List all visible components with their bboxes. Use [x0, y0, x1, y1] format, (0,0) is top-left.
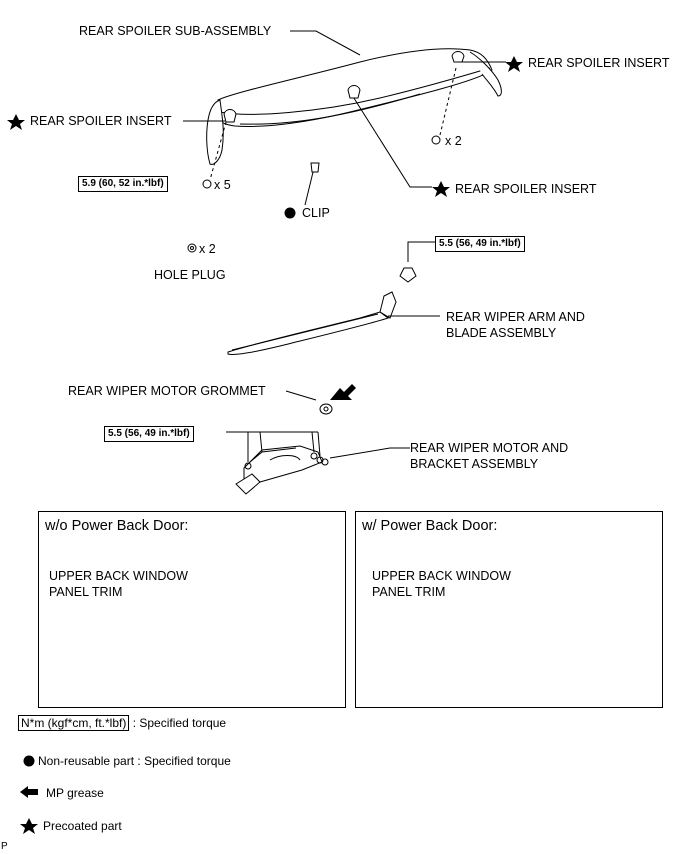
torque-wiper-arm-box: 5.5 (56, 49 in.*lbf) — [435, 236, 525, 252]
spoiler-insert-icons — [223, 51, 465, 123]
rear-wiper-arm-shape — [227, 267, 417, 355]
panel-left-trim-label-line1: UPPER BACK WINDOW — [49, 569, 188, 583]
panel-left-trim-label-line2: PANEL TRIM — [49, 585, 123, 599]
rear-wiper-motor-label-line2: BRACKET ASSEMBLY — [410, 457, 539, 471]
rear-wiper-arm-label-line1: REAR WIPER ARM AND — [446, 310, 585, 324]
panel-with-power-back-door: w/ Power Back Door: UPPER BACK WINDOW PA… — [355, 511, 663, 708]
clip-label: CLIP — [302, 206, 330, 220]
grommet-shape — [319, 403, 333, 415]
rear-wiper-arm-label-line2: BLADE ASSEMBLY — [446, 326, 557, 340]
nonreusable-dot-clip — [284, 207, 296, 219]
panel-right-trim-label-line2: PANEL TRIM — [372, 585, 446, 599]
grease-arrow — [330, 384, 356, 400]
legend-star-icon — [20, 818, 38, 834]
star-icon-left — [7, 114, 25, 130]
panel-right-trim-label-line1: UPPER BACK WINDOW — [372, 569, 511, 583]
legend-torque-text: : Specified torque — [132, 716, 227, 730]
panel-left-title: w/o Power Back Door: — [45, 518, 189, 534]
rear-wiper-motor-label-line1: REAR WIPER MOTOR AND — [410, 441, 569, 455]
hole-plug-qty: x 2 — [199, 242, 216, 256]
panel-right-title: w/ Power Back Door: — [362, 518, 498, 534]
rear-spoiler-insert-center-label: REAR SPOILER INSERT — [455, 182, 597, 196]
legend-dot-icon — [23, 755, 35, 767]
legend-nonreusable-text: : Specified torque — [137, 754, 231, 768]
footer-code: P — [1, 841, 8, 852]
rear-spoiler-sub-assembly-label: REAR SPOILER SUB-ASSEMBLY — [79, 24, 272, 38]
star-icon-center — [432, 181, 450, 197]
spoiler-right-qty: x 2 — [445, 134, 462, 148]
clip-icons — [187, 135, 441, 253]
panel-without-power-back-door: w/o Power Back Door: UPPER BACK WINDOW P… — [38, 511, 346, 708]
legend-torque-box: N*m (kgf*cm, ft.*lbf) — [18, 715, 130, 731]
legend-nonreusable-label: Non-reusable part — [38, 754, 135, 768]
legend-torque: N*m (kgf*cm, ft.*lbf) : Specified torque — [18, 715, 227, 731]
rear-spoiler-insert-left-label: REAR SPOILER INSERT — [30, 114, 172, 128]
rear-wiper-motor-grommet-label: REAR WIPER MOTOR GROMMET — [68, 384, 266, 398]
star-icon-right — [505, 56, 523, 72]
legend-nonreusable: Non-reusable part : Specified torque — [38, 754, 231, 768]
legend-grease-text: MP grease — [46, 786, 104, 800]
hole-plug-label: HOLE PLUG — [154, 268, 226, 282]
rear-spoiler-insert-right-label: REAR SPOILER INSERT — [528, 56, 670, 70]
wiper-motor-shape — [235, 445, 329, 495]
spoiler-left-qty: x 5 — [214, 178, 231, 192]
legend-precoated-text: Precoated part — [43, 819, 122, 833]
legend-arrow-icon — [20, 786, 38, 798]
torque-wiper-motor-box: 5.5 (56, 49 in.*lbf) — [104, 426, 194, 442]
torque-spoiler-box: 5.9 (60, 52 in.*lbf) — [78, 176, 168, 192]
